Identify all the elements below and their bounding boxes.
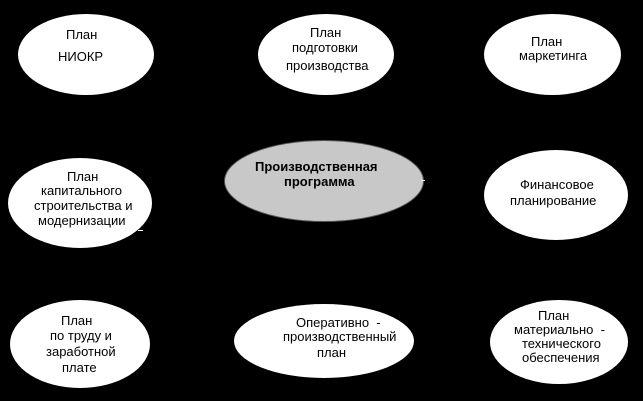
node-niokr-line1: План	[66, 27, 98, 42]
node-material-line3: технического	[522, 336, 601, 351]
connector-stub-right	[421, 180, 425, 181]
node-finance-line1: Финансовое	[520, 177, 594, 192]
connector-stub-left	[138, 230, 143, 231]
node-labor-line2: по труду и	[50, 328, 112, 343]
node-production-prep-plan: План подготовки производства	[258, 14, 394, 95]
node-operational-line1: Оперативно -	[296, 315, 381, 330]
node-operational-line2: производственный	[283, 329, 397, 344]
node-material-supply-plan: План материально - технического обеспече…	[490, 300, 628, 384]
node-capital-plan: План капитального строительства и модерн…	[8, 158, 152, 248]
node-marketing-plan: План маркетинга	[484, 14, 621, 95]
node-capital-line1: План	[67, 169, 99, 184]
node-labor-line1: План	[61, 313, 93, 328]
node-niokr-line2: НИОКР	[58, 49, 104, 64]
node-finance-planning: Финансовое планирование	[484, 150, 628, 240]
node-material-line1: План	[538, 308, 570, 323]
node-operational-line3: план	[317, 345, 347, 360]
node-production-prep-line1: План	[310, 25, 342, 40]
node-production-prep-line2: подготовки	[292, 40, 358, 55]
node-labor-line3: заработной	[46, 344, 116, 359]
node-material-line4: обеспечения	[522, 350, 600, 365]
node-marketing-line2: маркетинга	[519, 48, 588, 63]
node-capital-line4: модернизации	[38, 213, 126, 228]
node-labor-plan: План по труду и заработной плате	[10, 300, 150, 388]
node-operational-plan: Оперативно - производственный план	[234, 304, 414, 378]
node-marketing-line1: План	[531, 34, 563, 49]
node-labor-line4: плате	[62, 360, 97, 375]
node-finance-line2: планирование	[510, 193, 597, 208]
node-capital-line3: строительства и	[34, 198, 133, 213]
node-production-prep-line3: производства	[286, 58, 369, 73]
center-line2: программа	[284, 174, 355, 189]
node-material-line2: материально -	[514, 322, 605, 337]
node-niokr-plan: План НИОКР	[18, 14, 154, 95]
node-capital-line2: капитального	[41, 183, 122, 198]
node-production-program: Производственная программа	[224, 140, 424, 222]
center-line1: Производственная	[255, 159, 378, 174]
